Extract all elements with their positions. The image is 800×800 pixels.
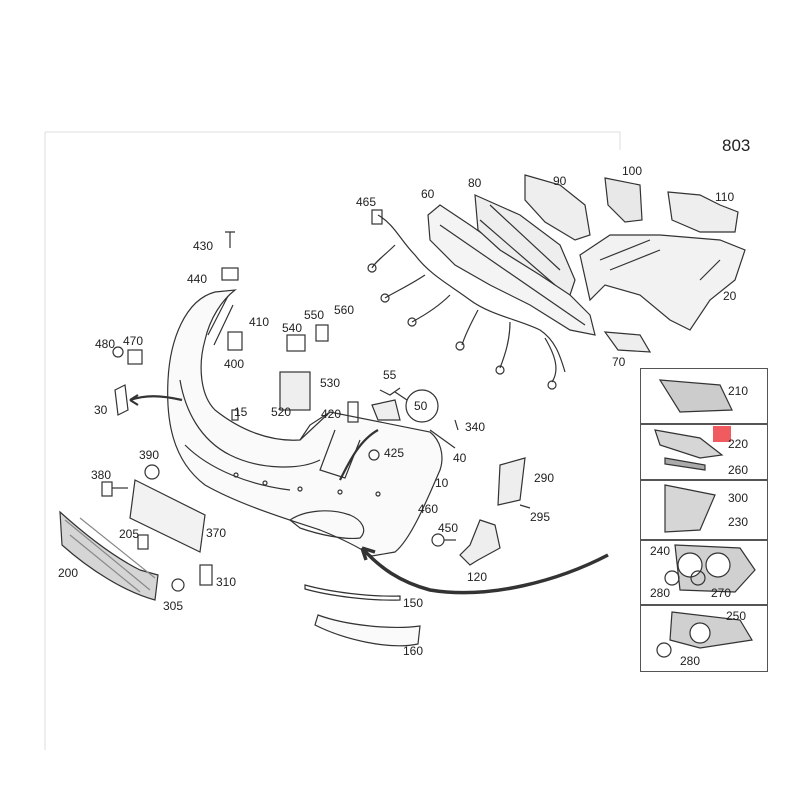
sensor-470 [127, 349, 143, 365]
callout-120: 120 [467, 570, 488, 584]
cover-210 [658, 379, 733, 413]
callout-220: 220 [728, 437, 749, 451]
grille-250 [669, 611, 753, 649]
callout-160: 160 [403, 644, 424, 658]
callout-410: 410 [249, 315, 270, 329]
callout-450: 450 [438, 521, 459, 535]
sensor-holder [286, 334, 306, 352]
callout-110: 110 [715, 190, 735, 204]
clip-550 [315, 324, 329, 342]
trim-strip [304, 584, 401, 601]
plate-bracket [129, 479, 206, 553]
callout-40: 40 [453, 451, 467, 465]
callout-420: 420 [321, 407, 342, 421]
sensor-400 [227, 331, 243, 351]
detail-panel-230 [640, 479, 768, 541]
callout-150: 150 [403, 596, 424, 610]
callout-250: 250 [726, 609, 747, 623]
callout-440: 440 [187, 272, 208, 286]
bumper-cover [167, 289, 443, 557]
page-frame [44, 131, 621, 750]
callout-310: 310 [216, 575, 237, 589]
clip-440 [221, 267, 239, 281]
callout-290: 290 [534, 471, 555, 485]
detail-panel-240 [640, 539, 768, 606]
callout-465: 465 [356, 195, 377, 209]
shield-110 [667, 191, 739, 233]
page-number: 803 [722, 136, 751, 155]
callout-425: 425 [384, 446, 405, 460]
callout-280-upper: 280 [650, 586, 671, 600]
callout-430: 430 [193, 239, 214, 253]
callout-60: 60 [421, 187, 435, 201]
callout-90: 90 [553, 174, 567, 188]
callout-50: 50 [414, 399, 428, 413]
callout-20: 20 [723, 289, 737, 303]
detail-panel-210 [640, 368, 768, 425]
callout-295: 295 [530, 510, 551, 524]
side-marker [497, 457, 526, 506]
callout-380: 380 [91, 468, 112, 482]
callout-70: 70 [612, 355, 626, 369]
trim-cover [314, 614, 421, 647]
callout-280-lower: 280 [680, 654, 701, 668]
callout-540: 540 [282, 321, 303, 335]
callout-460: 460 [418, 502, 439, 516]
callout-305: 305 [163, 599, 184, 613]
callout-340: 340 [465, 420, 486, 434]
callout-200: 200 [58, 566, 79, 580]
callout-205: 205 [119, 527, 140, 541]
bracket-100 [604, 177, 643, 223]
callout-80: 80 [468, 176, 482, 190]
callout-400: 400 [224, 357, 245, 371]
wiring-harness [367, 209, 566, 390]
bracket-120 [459, 519, 501, 566]
part-70 [603, 331, 652, 353]
callout-300: 300 [728, 491, 749, 505]
bracket [474, 194, 576, 296]
highlight-marker [713, 426, 731, 442]
shield [524, 174, 591, 241]
callout-480: 480 [95, 337, 116, 351]
callout-530: 530 [320, 376, 341, 390]
callout-470: 470 [123, 334, 144, 348]
detail-panel-220 [640, 423, 768, 481]
callout-550: 550 [304, 308, 325, 322]
grille-220 [654, 429, 724, 459]
callout-270: 270 [711, 586, 732, 600]
callout-390: 390 [139, 448, 160, 462]
callout-370: 370 [206, 526, 227, 540]
carrier [579, 234, 746, 331]
callout-260: 260 [728, 463, 749, 477]
callout-230: 230 [728, 515, 749, 529]
grille-230 [664, 484, 716, 533]
callout-520: 520 [271, 405, 292, 419]
callout-210: 210 [728, 384, 749, 398]
control-unit [279, 371, 311, 411]
callout-55: 55 [383, 368, 397, 382]
callout-30: 30 [94, 403, 108, 417]
callout-100: 100 [622, 164, 643, 178]
callout-15: 15 [234, 405, 248, 419]
bolt-420 [347, 401, 359, 423]
detail-panel-250 [640, 604, 768, 672]
callout-560: 560 [334, 303, 355, 317]
callout-10: 10 [435, 476, 449, 490]
callout-240: 240 [650, 544, 671, 558]
absorber-ridge [439, 224, 586, 326]
